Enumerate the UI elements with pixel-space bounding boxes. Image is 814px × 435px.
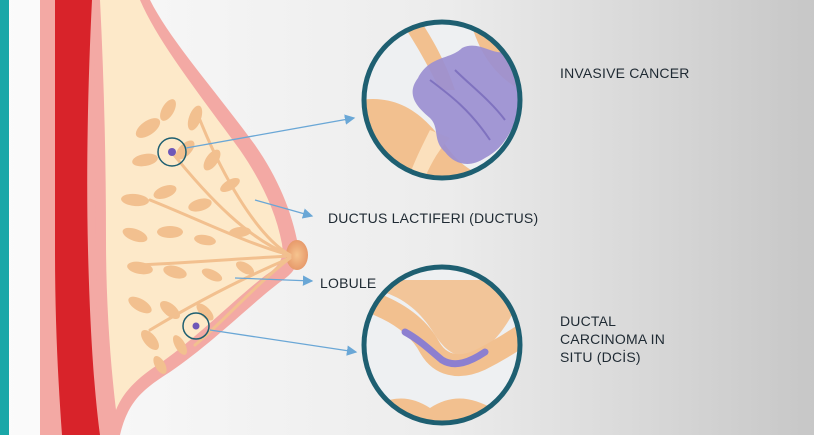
invasive-site-dot: [168, 148, 176, 156]
lobule-label: LOBULE: [320, 274, 376, 292]
ductus-label: DUCTUS LACTIFERI (DUCTUS): [328, 209, 538, 227]
dcis-label-line-3: SITU (DCİS): [560, 348, 665, 366]
dcis-label-line-2: CARCINOMA IN: [560, 330, 665, 348]
dcis-site-dot: [193, 323, 200, 330]
dcis-label-line-1: DUCTAL: [560, 312, 665, 330]
invasive-cancer-label: INVASIVE CANCER: [560, 64, 690, 82]
accent-bar: [0, 0, 9, 435]
dcis-label: DUCTAL CARCINOMA IN SITU (DCİS): [560, 312, 665, 366]
